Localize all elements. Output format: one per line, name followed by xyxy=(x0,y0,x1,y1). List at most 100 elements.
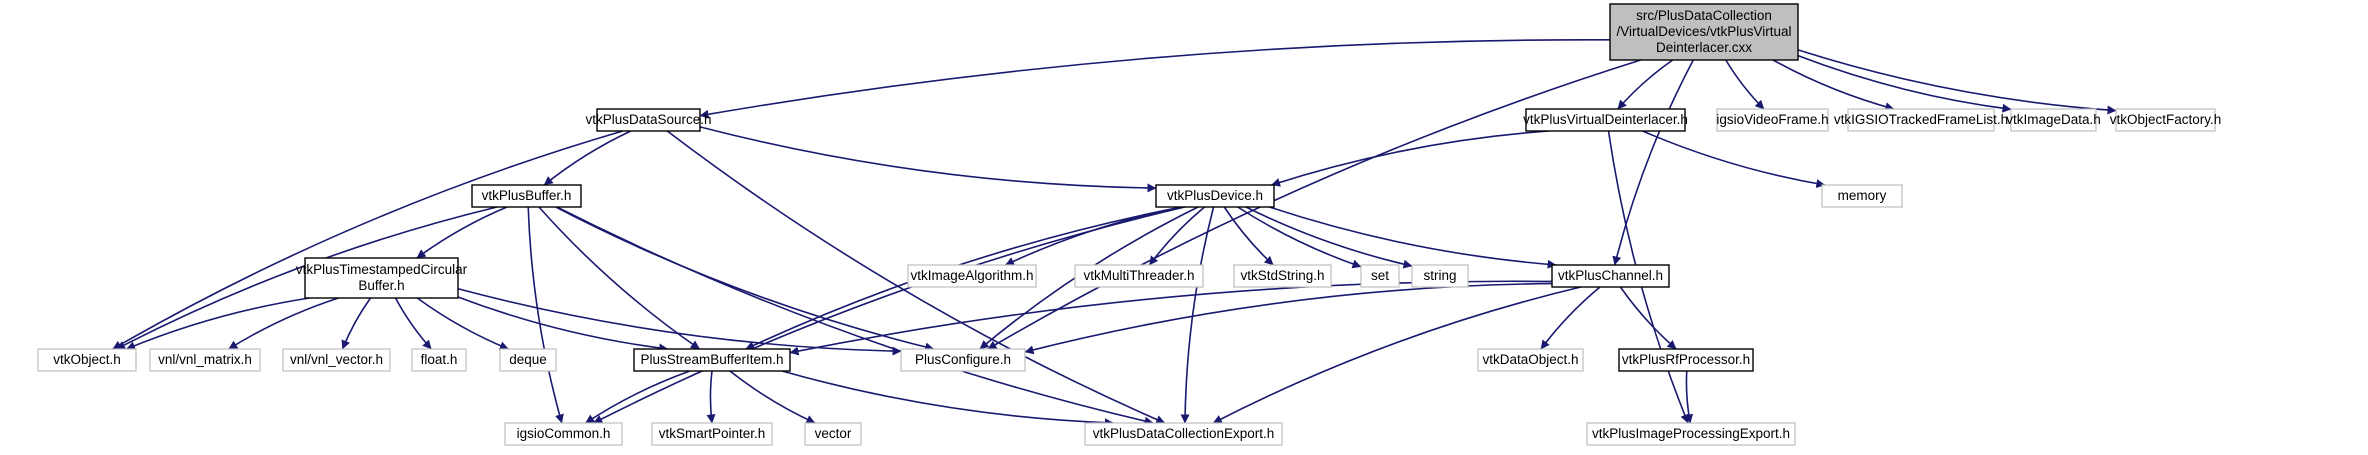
node-box xyxy=(596,108,701,132)
edge-PlusStreamBufferItem-to-vector xyxy=(729,370,816,424)
node-label: vtkStdString.h xyxy=(1240,268,1324,283)
node-label: vtkPlusBuffer.h xyxy=(482,188,572,203)
node-label: deque xyxy=(509,352,547,367)
node-box xyxy=(1233,264,1332,288)
node-vtkPlusDataSource[interactable]: vtkPlusDataSource.h xyxy=(585,108,712,132)
node-label: vtkImageData.h xyxy=(2006,112,2101,127)
node-vtkMultiThreader: vtkMultiThreader.h xyxy=(1074,264,1204,288)
node-label: set xyxy=(1371,268,1389,283)
edge-vtkPlusRfProcessor-to-vtkPlusImageProcessingExport xyxy=(1684,370,1694,424)
edge-vtkPlusTimestampedCircularBuffer-to-vtkObject xyxy=(126,297,310,350)
node-label: Buffer.h xyxy=(358,278,404,293)
node-deque: deque xyxy=(499,348,557,372)
edge-vtkPlusTimestampedCircularBuffer-to-deque xyxy=(416,297,509,350)
node-box xyxy=(804,422,862,446)
node-box xyxy=(1609,3,1799,61)
node-box xyxy=(1586,422,1796,446)
node-label: vector xyxy=(815,426,852,441)
node-box xyxy=(2010,108,2097,132)
node-vtkIGSIOTrackedFrameList: vtkIGSIOTrackedFrameList.h xyxy=(1834,108,2008,132)
edge-vtkPlusDataSource-to-vtkObject xyxy=(112,130,623,350)
node-label: igsioCommon.h xyxy=(517,426,611,441)
edge-vtkPlusDevice-to-vtkPlusChannel xyxy=(1269,206,1557,269)
node-vtkPlusDevice[interactable]: vtkPlusDevice.h xyxy=(1155,184,1275,208)
edge-vtkPlusDataSource-to-vtkPlusBuffer xyxy=(543,130,632,186)
node-label: vtkIGSIOTrackedFrameList.h xyxy=(1834,112,2008,127)
node-vtkPlusChannel[interactable]: vtkPlusChannel.h xyxy=(1551,264,1670,288)
edge-vtkPlusDevice-to-vtkImageAlgorithm xyxy=(1005,206,1182,266)
edge-vtkPlusBuffer-to-vtkPlusDataCollectionExport xyxy=(556,206,1154,426)
node-box xyxy=(1618,348,1754,372)
node-label: vtkPlusDataSource.h xyxy=(585,112,711,127)
edge-vtkPlusDataSource-to-vtkPlusDataCollectionExport xyxy=(666,130,1166,424)
node-label: vtkMultiThreader.h xyxy=(1083,268,1194,283)
node-vtkStdString: vtkStdString.h xyxy=(1233,264,1332,288)
edge-vtkPlusChannel-to-vtkPlusRfProcessor xyxy=(1619,286,1677,350)
node-vtkPlusBuffer[interactable]: vtkPlusBuffer.h xyxy=(471,184,582,208)
node-box xyxy=(282,348,391,372)
edge-root-to-vtkObjectFactory xyxy=(1797,49,2117,115)
edge-root-to-vtkPlusVirtualDeinterlacer xyxy=(1617,59,1674,110)
node-label: vtkPlusRfProcessor.h xyxy=(1622,352,1750,367)
node-label: Deinterlacer.cxx xyxy=(1656,40,1752,55)
node-box xyxy=(471,184,582,208)
node-box xyxy=(2115,108,2216,132)
edge-vtkPlusChannel-to-PlusConfigure xyxy=(1024,282,1553,355)
edge-root-to-vtkImageData xyxy=(1797,54,2012,113)
node-label: vtkImageAlgorithm.h xyxy=(910,268,1033,283)
node-label: igsioVideoFrame.h xyxy=(1716,112,1828,127)
node-vnl_matrix: vnl/vnl_matrix.h xyxy=(149,348,261,372)
node-box xyxy=(1074,264,1204,288)
node-box xyxy=(304,257,459,299)
node-root[interactable]: src/PlusDataCollection/VirtualDevices/vt… xyxy=(1609,3,1799,61)
node-label: vtkPlusVirtualDeinterlacer.h xyxy=(1523,112,1688,127)
node-label: /VirtualDevices/vtkPlusVirtual xyxy=(1616,24,1791,39)
node-vtkPlusRfProcessor[interactable]: vtkPlusRfProcessor.h xyxy=(1618,348,1754,372)
node-box xyxy=(1551,264,1670,288)
node-vector: vector xyxy=(804,422,862,446)
node-label: PlusStreamBufferItem.h xyxy=(640,352,783,367)
edge-vtkPlusDevice-to-string xyxy=(1245,206,1413,269)
node-PlusStreamBufferItem[interactable]: PlusStreamBufferItem.h xyxy=(633,348,791,372)
edge-vtkPlusTimestampedCircularBuffer-to-vnl_matrix xyxy=(228,297,339,350)
edge-vtkPlusDevice-to-set xyxy=(1237,206,1362,269)
node-box xyxy=(633,348,791,372)
node-vtkObjectFactory: vtkObjectFactory.h xyxy=(2110,108,2221,132)
node-label: PlusConfigure.h xyxy=(915,352,1011,367)
node-vtkPlusImageProcessingExport: vtkPlusImageProcessingExport.h xyxy=(1586,422,1796,446)
node-label: vnl/vnl_matrix.h xyxy=(158,352,252,367)
node-box xyxy=(900,348,1026,372)
node-box xyxy=(1360,264,1400,288)
node-box xyxy=(499,348,557,372)
node-label: vtkObject.h xyxy=(53,352,121,367)
node-label: vtkPlusChannel.h xyxy=(1558,268,1663,283)
node-label: float.h xyxy=(421,352,458,367)
node-box xyxy=(411,348,467,372)
edge-vtkPlusBuffer-to-vtkObject xyxy=(116,206,498,350)
node-box xyxy=(1716,108,1829,132)
node-box xyxy=(907,264,1037,288)
node-igsioCommon: igsioCommon.h xyxy=(504,422,623,446)
node-layer: src/PlusDataCollection/VirtualDevices/vt… xyxy=(37,3,2221,446)
node-vtkPlusVirtualDeinterlacer[interactable]: vtkPlusVirtualDeinterlacer.h xyxy=(1523,108,1688,132)
node-label: src/PlusDataCollection xyxy=(1636,8,1772,23)
node-box xyxy=(1411,264,1469,288)
edge-vtkPlusChannel-to-vtkDataObject xyxy=(1540,286,1601,350)
node-vtkSmartPointer: vtkSmartPointer.h xyxy=(651,422,773,446)
edge-vtkPlusVirtualDeinterlacer-to-memory xyxy=(1642,130,1826,189)
node-label: string xyxy=(1423,268,1456,283)
edge-PlusStreamBufferItem-to-vtkPlusDataCollectionExport xyxy=(781,370,1114,428)
edge-vtkPlusDevice-to-vtkStdString xyxy=(1223,206,1274,266)
node-box xyxy=(504,422,623,446)
node-label: vtkSmartPointer.h xyxy=(659,426,766,441)
edge-root-to-PlusConfigure xyxy=(987,59,1641,350)
edge-PlusStreamBufferItem-to-vtkSmartPointer xyxy=(706,370,716,424)
node-label: vtkPlusImageProcessingExport.h xyxy=(1592,426,1790,441)
edge-vtkPlusDevice-to-vtkMultiThreader xyxy=(1148,206,1206,266)
edge-vtkPlusTimestampedCircularBuffer-to-PlusConfigure xyxy=(457,288,902,356)
node-PlusConfigure: PlusConfigure.h xyxy=(900,348,1026,372)
edge-vtkPlusTimestampedCircularBuffer-to-vnl_vector xyxy=(341,297,372,350)
edge-vtkPlusBuffer-to-PlusStreamBufferItem xyxy=(538,206,701,350)
